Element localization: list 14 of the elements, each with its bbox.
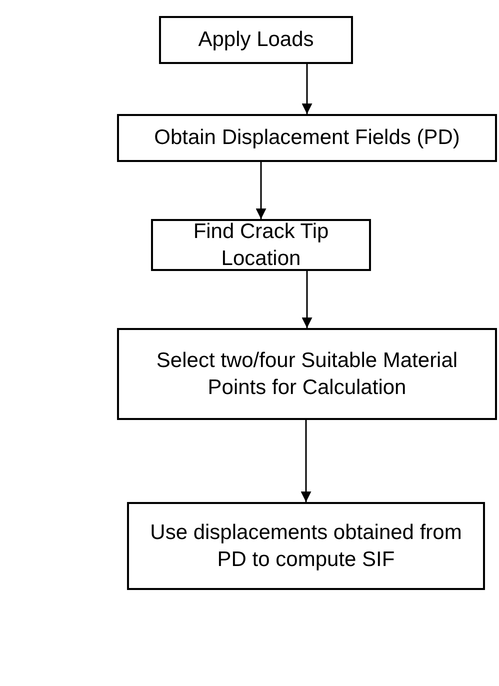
arrow [300, 420, 312, 502]
step-text: Select two/four Suitable Material Points for Calculation [155, 348, 459, 401]
step-text: Find Crack Tip Location [192, 218, 330, 272]
process-box [117, 328, 497, 420]
process-box [151, 219, 371, 271]
process-box [117, 114, 497, 162]
arrow [256, 162, 266, 219]
step-text: Use displacements obtained from PD to compute SIF [149, 520, 463, 573]
arrow [302, 64, 312, 114]
process-box [127, 502, 485, 590]
step-text: Apply Loads [198, 27, 314, 54]
process-box [159, 16, 353, 64]
arrow [302, 271, 312, 328]
step-text: Obtain Displacement Fields (PD) [154, 125, 460, 152]
